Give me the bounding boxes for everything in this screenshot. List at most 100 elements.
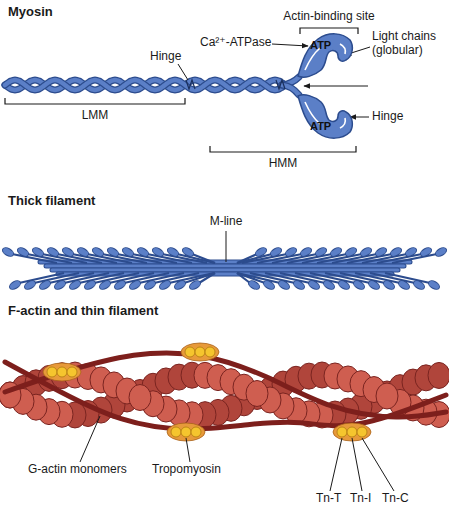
myosin-head <box>314 246 328 258</box>
light-chain <box>340 118 345 128</box>
head-outline <box>296 30 354 78</box>
myosin-head <box>158 279 172 291</box>
subunit-label: Tn-I <box>350 492 371 506</box>
troponin-subunit <box>47 367 57 377</box>
myosin-head <box>61 246 75 258</box>
leader-line <box>178 64 188 80</box>
myosin-molecule <box>5 77 299 95</box>
troponin-complex <box>43 363 81 381</box>
head-label: ATP <box>310 39 331 51</box>
part-label: Hinge <box>372 110 403 124</box>
myosin-head-node: ATP <box>296 94 354 142</box>
myosin-head <box>352 279 366 291</box>
troponin-complex <box>181 343 219 361</box>
leader-line <box>330 438 342 491</box>
myosin-head <box>173 279 187 291</box>
troponin-subunit <box>67 367 77 377</box>
leader-line <box>226 231 227 262</box>
part-label: Tropomyosin <box>152 463 221 477</box>
myosin-head <box>277 279 291 291</box>
myosin-head <box>299 246 313 258</box>
leader-arrow <box>350 117 369 118</box>
troponin-subunit <box>337 427 347 437</box>
myosin-head <box>284 246 298 258</box>
tail-strand-outline <box>5 80 283 90</box>
myosin-head-node: ATP <box>296 30 354 78</box>
myosin-head <box>143 279 157 291</box>
hinge-mark <box>186 80 195 89</box>
myosin-head <box>68 279 82 291</box>
myosin-tail-line <box>237 273 250 283</box>
myosin-head <box>1 246 15 258</box>
light-chain <box>340 44 345 54</box>
myosin-head-shape <box>298 95 352 138</box>
myosin-head <box>322 279 336 291</box>
myosin-head-shape <box>298 34 352 77</box>
leader-line <box>352 438 362 491</box>
section-heading: Myosin <box>8 5 53 20</box>
myosin-head <box>8 279 22 291</box>
myosin-head <box>188 279 202 291</box>
myosin-tail-line <box>237 254 272 263</box>
troponin-subunit <box>57 367 67 377</box>
g-actin-monomer <box>129 385 151 411</box>
myosin-head <box>344 246 358 258</box>
myosin-tail-line <box>169 273 214 283</box>
myosin-head <box>374 246 388 258</box>
head-outline <box>296 94 354 142</box>
myosin-head <box>427 279 441 291</box>
troponin-subunit <box>347 427 357 437</box>
myosin-head <box>151 246 165 258</box>
light-chain <box>305 48 320 70</box>
part-label: Light chains (globular) <box>372 30 446 58</box>
head-shape-group <box>298 34 352 77</box>
myosin-head <box>262 279 276 291</box>
myosin-tail-line <box>237 254 257 263</box>
myosin-head <box>16 246 30 258</box>
myosin-head <box>292 279 306 291</box>
bracket <box>210 146 356 152</box>
section-heading: Thick filament <box>8 194 95 209</box>
troponin-subunit <box>171 427 181 437</box>
myosin-head <box>254 246 268 258</box>
bracket <box>300 28 358 34</box>
tropomyosin-strand <box>5 353 446 417</box>
myosin-head <box>397 279 411 291</box>
bracket <box>5 98 185 104</box>
myosin-head <box>307 279 321 291</box>
myosin-head <box>269 246 283 258</box>
leader-arrow <box>304 86 368 87</box>
hinge-mark <box>276 80 285 89</box>
section-heading: F-actin and thin filament <box>8 304 158 319</box>
myosin-tail-line <box>192 254 215 263</box>
head-shape-group <box>298 95 352 138</box>
myosin-head <box>113 279 127 291</box>
part-label: Actin-binding site <box>283 10 374 24</box>
myosin-head <box>367 279 381 291</box>
troponin-subunit <box>181 427 191 437</box>
myosin-head <box>434 246 448 258</box>
g-actin-monomer <box>246 380 268 406</box>
tropomyosin-strand <box>5 362 446 429</box>
myosin-head <box>412 279 426 291</box>
myosin-head <box>98 279 112 291</box>
myosin-head <box>128 279 142 291</box>
myosin-head <box>46 246 60 258</box>
myosin-head <box>419 246 433 258</box>
myosin-head <box>136 246 150 258</box>
tail-strand-outline <box>5 80 283 90</box>
leader-line <box>362 438 394 491</box>
filament-core <box>46 265 404 268</box>
part-label: Ca²⁺-ATPase <box>200 36 271 50</box>
myosin-tail <box>5 80 283 90</box>
leader-line <box>186 438 190 462</box>
myosin-head <box>247 279 261 291</box>
myosin-head <box>329 246 343 258</box>
myosin-head <box>389 246 403 258</box>
myosin-head <box>337 279 351 291</box>
leader-arrow <box>272 44 308 46</box>
troponin-subunit <box>185 347 195 357</box>
myosin-head <box>359 246 373 258</box>
